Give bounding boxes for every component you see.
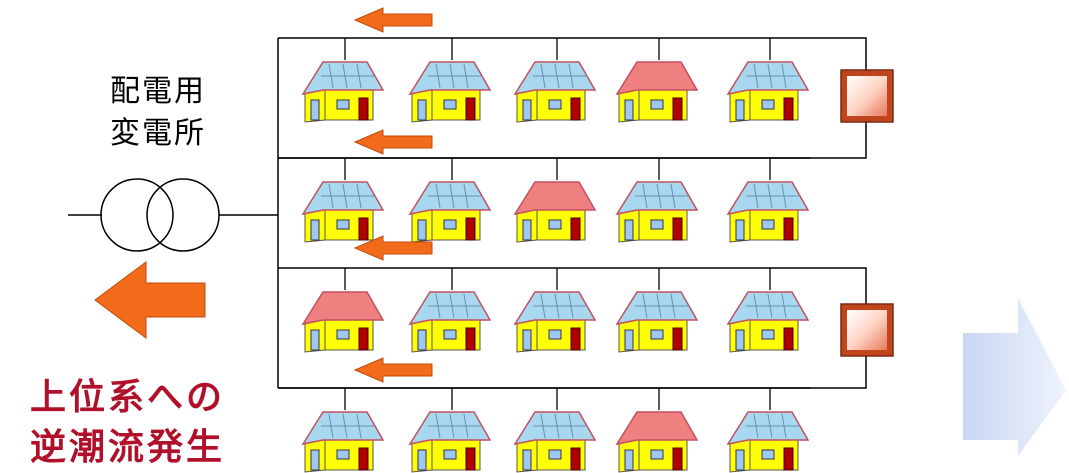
- house-with-solar-icon: [408, 158, 492, 243]
- house-icon: [301, 268, 385, 353]
- houses-layer: [301, 38, 810, 473]
- house-with-solar-icon: [513, 388, 597, 473]
- house-with-solar-icon: [726, 158, 810, 243]
- equipment-box-bottom: [840, 303, 894, 357]
- large-reverse-flow-arrow: [94, 261, 206, 339]
- house-icon: [513, 158, 597, 243]
- house-with-solar-icon: [615, 158, 699, 243]
- small-reverse-flow-arrow: [353, 129, 433, 155]
- house-with-solar-icon: [301, 38, 385, 123]
- house-with-solar-icon: [301, 388, 385, 473]
- transformer-symbol: [68, 178, 278, 252]
- substation-label-line2: 変電所: [110, 116, 206, 151]
- house-with-solar-icon: [408, 38, 492, 123]
- house-with-solar-icon: [408, 268, 492, 353]
- equipment-box-top: [840, 69, 894, 123]
- warning-label-line2: 逆潮流発生: [30, 427, 226, 468]
- house-with-solar-icon: [301, 158, 385, 243]
- house-icon: [615, 38, 699, 123]
- small-reverse-flow-arrow: [353, 7, 433, 33]
- house-with-solar-icon: [726, 268, 810, 353]
- next-step-arrow: [963, 298, 1066, 456]
- house-with-solar-icon: [615, 268, 699, 353]
- substation-label-line1: 配電用: [110, 74, 206, 109]
- house-with-solar-icon: [726, 38, 810, 123]
- house-with-solar-icon: [408, 388, 492, 473]
- reverse-flow-arrows: [353, 7, 433, 383]
- house-with-solar-icon: [513, 38, 597, 123]
- small-reverse-flow-arrow: [353, 357, 433, 383]
- small-reverse-flow-arrow: [353, 235, 433, 261]
- house-icon: [615, 388, 699, 473]
- house-with-solar-icon: [726, 388, 810, 473]
- warning-label-line1: 上位系への: [30, 377, 226, 418]
- house-with-solar-icon: [513, 268, 597, 353]
